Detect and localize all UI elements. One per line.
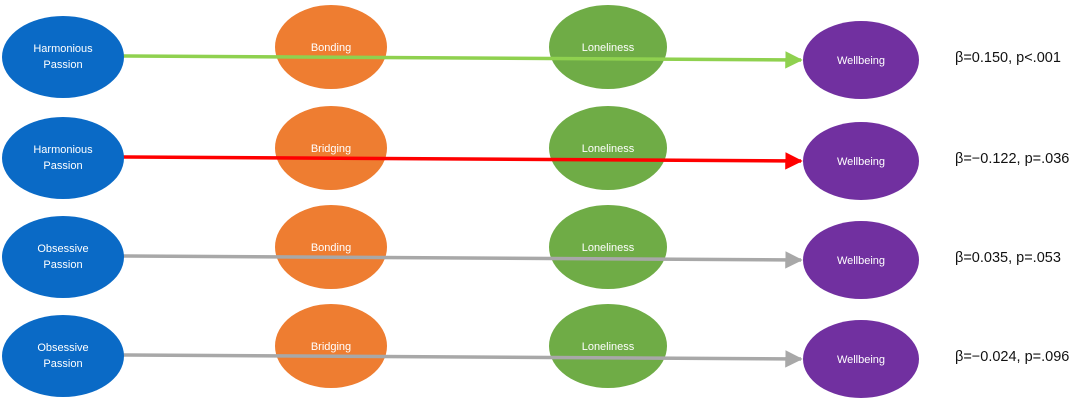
passion-label-line1: Obsessive xyxy=(37,243,88,255)
passion-label-line2: Passion xyxy=(43,259,82,271)
social-capital-label: Bonding xyxy=(311,242,351,254)
social-capital-node xyxy=(275,205,387,289)
passion-label-line1: Harmonious xyxy=(33,43,93,55)
wellbeing-label: Wellbeing xyxy=(837,55,885,67)
passion-node xyxy=(2,315,124,397)
wellbeing-node xyxy=(803,21,919,99)
wellbeing-node xyxy=(803,122,919,200)
passion-label-line1: Harmonious xyxy=(33,144,93,156)
loneliness-label: Loneliness xyxy=(582,143,635,155)
social-capital-label: Bonding xyxy=(311,42,351,54)
loneliness-node xyxy=(549,5,667,89)
wellbeing-node xyxy=(803,221,919,299)
path-arrow xyxy=(121,152,803,170)
wellbeing-label: Wellbeing xyxy=(837,255,885,267)
path-statistic: β=0.150, p<.001 xyxy=(955,50,1061,66)
wellbeing-label: Wellbeing xyxy=(837,156,885,168)
passion-node xyxy=(2,16,124,98)
social-capital-node xyxy=(275,304,387,388)
passion-label-line2: Passion xyxy=(43,59,82,71)
social-capital-label: Bridging xyxy=(311,341,351,353)
wellbeing-node xyxy=(803,320,919,398)
social-capital-label: Bridging xyxy=(311,143,351,155)
passion-node xyxy=(2,117,124,199)
path-statistic: β=−0.122, p=.036 xyxy=(955,151,1069,167)
passion-label-line1: Obsessive xyxy=(37,342,88,354)
loneliness-node xyxy=(549,106,667,190)
passion-node xyxy=(2,216,124,298)
loneliness-node xyxy=(549,205,667,289)
social-capital-node xyxy=(275,5,387,89)
path-arrow xyxy=(121,350,803,368)
passion-label-line2: Passion xyxy=(43,160,82,172)
loneliness-label: Loneliness xyxy=(582,42,635,54)
path-arrow xyxy=(121,251,803,269)
path-statistic: β=−0.024, p=.096 xyxy=(955,349,1069,365)
loneliness-label: Loneliness xyxy=(582,341,635,353)
path-statistic: β=0.035, p=.053 xyxy=(955,250,1061,266)
social-capital-node xyxy=(275,106,387,190)
loneliness-label: Loneliness xyxy=(582,242,635,254)
path-arrow xyxy=(121,51,803,69)
wellbeing-label: Wellbeing xyxy=(837,354,885,366)
loneliness-node xyxy=(549,304,667,388)
passion-label-line2: Passion xyxy=(43,358,82,370)
